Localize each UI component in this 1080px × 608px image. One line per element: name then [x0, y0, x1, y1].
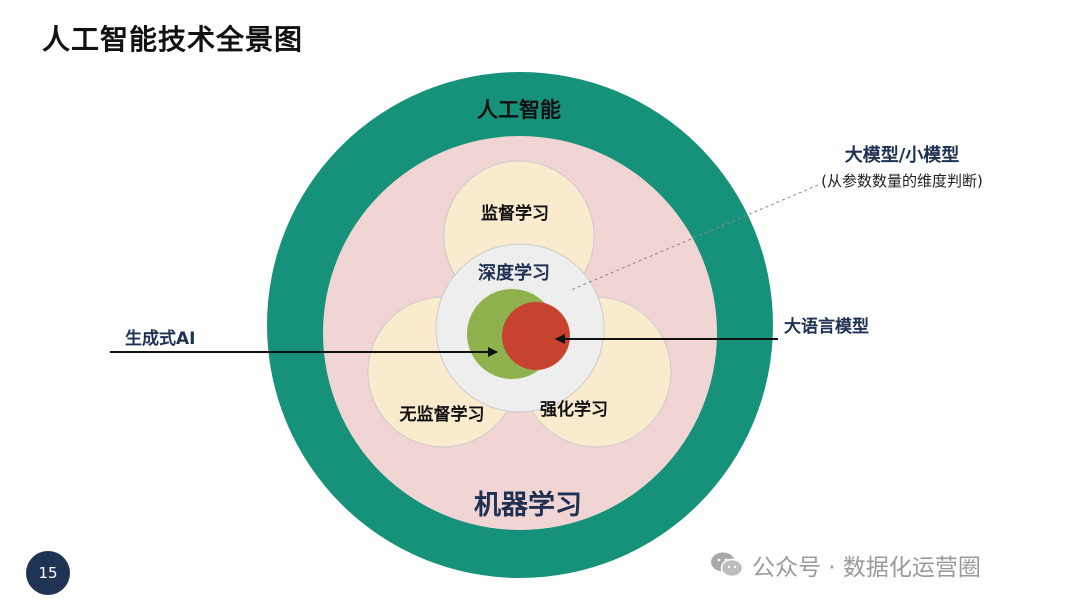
reinforcement-learning-label: 强化学习: [540, 399, 608, 420]
machine-learning-label: 机器学习: [474, 489, 582, 521]
deep-learning-label: 深度学习: [478, 262, 550, 284]
large-language-model-circle: [502, 302, 570, 370]
big-small-model-label: 大模型/小模型: [845, 144, 960, 166]
big-small-model-pointer: [570, 184, 819, 291]
big-small-model-note: (从参数数量的维度判断): [821, 172, 983, 190]
large-language-model-label: 大语言模型: [784, 316, 869, 337]
unsupervised-learning-label: 无监督学习: [399, 404, 485, 425]
watermark-text: 公众号 · 数据化运营圈: [752, 555, 981, 581]
generative-ai-label: 生成式AI: [125, 328, 195, 349]
wechat-icon: [711, 552, 744, 578]
page-title: 人工智能技术全景图: [42, 23, 304, 56]
page-number: 15: [38, 564, 58, 582]
page-number-badge: 15: [26, 551, 70, 595]
supervised-learning-label: 监督学习: [481, 203, 549, 224]
watermark: 公众号 · 数据化运营圈: [710, 548, 981, 582]
ai-label: 人工智能: [477, 98, 561, 122]
